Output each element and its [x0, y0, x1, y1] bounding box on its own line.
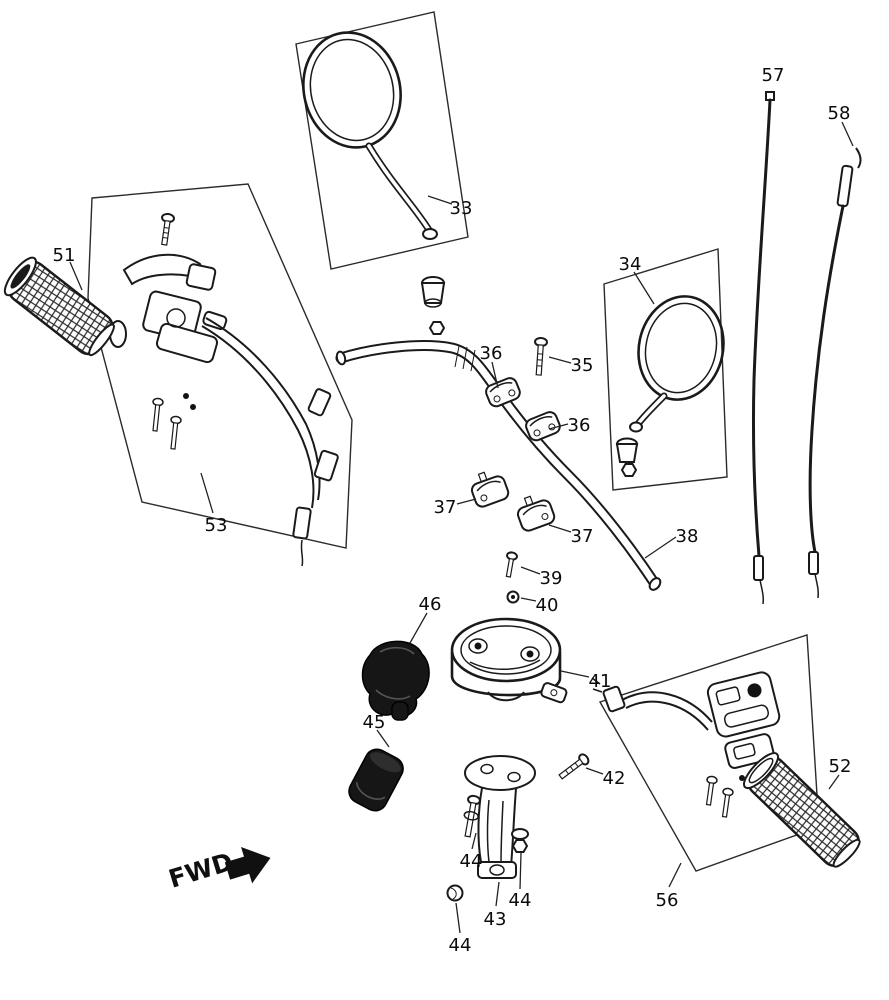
- part-label-53: 53: [205, 515, 228, 536]
- part-44-nut-washer: [511, 828, 529, 853]
- part-42-bolt: [558, 753, 590, 780]
- part-labels: 33 34 35 36 36 37 37 38 39 40 41 42 43 4…: [53, 65, 852, 956]
- part-58-clutch-cable: [808, 147, 862, 599]
- part-46-rubber-boot: [361, 640, 430, 721]
- part-52-right-grip: [743, 752, 861, 868]
- part-45-rubber-cover: [348, 748, 404, 812]
- part-57-throttle-cable: [751, 91, 775, 605]
- part-label-51: 51: [53, 245, 76, 266]
- mirror-adapter-left: [420, 276, 446, 335]
- part-33-left-mirror: [302, 31, 446, 335]
- part-label-44c: 44: [449, 935, 472, 956]
- part-label-46: 46: [419, 594, 442, 615]
- leader-lines: [69, 121, 854, 934]
- part-35-bolt: [534, 336, 548, 376]
- fwd-indicator: FWD: [165, 847, 271, 894]
- region-outline-mirror-left: [295, 11, 469, 270]
- part-label-40: 40: [536, 595, 559, 616]
- part-label-36a: 36: [480, 343, 503, 364]
- part-label-36b: 36: [568, 415, 591, 436]
- part-label-44b: 44: [509, 890, 532, 911]
- part-label-39: 39: [540, 568, 563, 589]
- part-43-lower-holder: [464, 755, 536, 879]
- part-label-44a: 44: [460, 851, 483, 872]
- part-36-clamp-lower: [525, 411, 561, 442]
- switch-screws: [705, 775, 745, 818]
- part-label-34: 34: [619, 254, 642, 275]
- part-label-33: 33: [450, 198, 473, 219]
- lever-bolt: [161, 212, 175, 246]
- part-label-41: 41: [589, 671, 612, 692]
- region-outline-left-controls: [87, 183, 353, 549]
- part-label-56: 56: [656, 890, 679, 911]
- region-outline-right-controls: [598, 634, 820, 872]
- part-label-57: 57: [762, 65, 785, 86]
- part-label-35: 35: [571, 355, 594, 376]
- clutch-perch: [142, 290, 228, 364]
- part-label-37b: 37: [571, 526, 594, 547]
- part-label-52: 52: [829, 756, 852, 777]
- part-36-clamp-upper: [485, 377, 521, 408]
- part-37-clamp-left: [470, 471, 510, 508]
- part-41-throttle-housing: [450, 617, 568, 704]
- part-39-screw: [505, 551, 518, 578]
- part-label-45: 45: [363, 712, 386, 733]
- part-label-42: 42: [603, 768, 626, 789]
- fwd-label: FWD: [165, 847, 236, 894]
- part-40-washer: [506, 590, 520, 604]
- part-51-left-grip: [3, 256, 115, 357]
- region-outline-mirror-right: [603, 248, 728, 491]
- perch-bolts: [152, 393, 196, 450]
- part-label-43: 43: [484, 909, 507, 930]
- mirror-adapter-right: [615, 437, 639, 477]
- part-34-right-mirror: [615, 295, 725, 477]
- left-switch-wires: [201, 317, 339, 567]
- switch-housing: [706, 671, 781, 738]
- part-label-37a: 37: [434, 497, 457, 518]
- fwd-arrow-icon: [224, 847, 271, 884]
- part-37-clamp-right: [516, 495, 556, 532]
- part-56-right-switch-group: [591, 671, 781, 818]
- handlebar-knurl-marks: [454, 345, 476, 372]
- part-44-bolt: [463, 794, 481, 838]
- part-label-58: 58: [828, 103, 851, 124]
- part-44-clip: [446, 884, 464, 902]
- part-53-left-control-group: [109, 212, 339, 567]
- throttle-cable-guide: [540, 682, 568, 704]
- part-label-38: 38: [676, 526, 699, 547]
